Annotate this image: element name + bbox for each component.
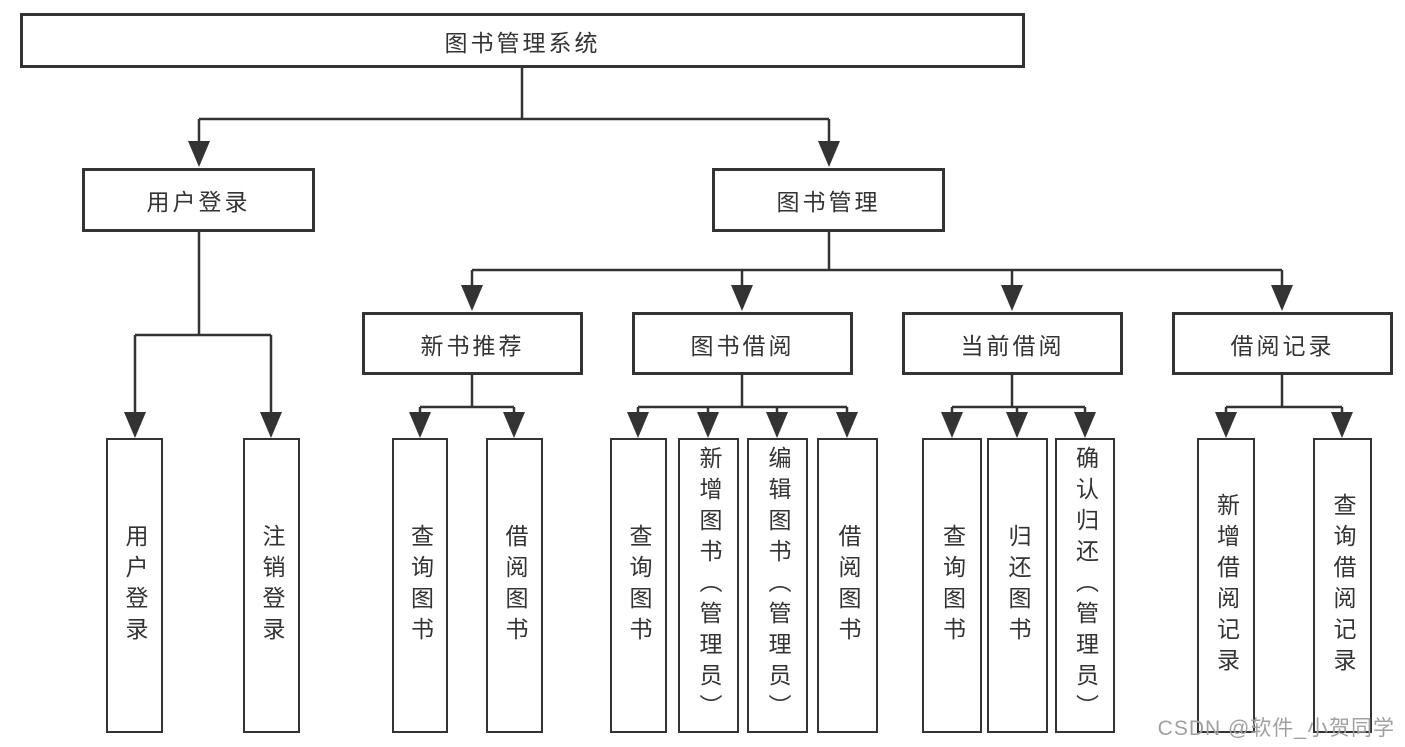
arrowhead-icon	[1271, 285, 1293, 311]
leaf-return-book: 归还图书	[987, 438, 1048, 733]
arrowhead-icon	[1074, 412, 1096, 438]
leaf-confirm-return-admin-label: 确认归还（管理员）	[1072, 446, 1099, 725]
connector-borrow-records-to-leaves	[1224, 374, 1344, 414]
arrowhead-icon	[627, 412, 649, 438]
arrowhead-icon	[1006, 412, 1028, 438]
leaf-query-books: 查询图书	[610, 438, 667, 733]
node-new-book-recommend-label: 新书推荐	[420, 332, 525, 359]
leaf-user-login-label: 用户登录	[122, 523, 148, 648]
arrowhead-icon	[818, 141, 840, 167]
connector-book-borrow-to-leaves	[636, 374, 849, 414]
arrowhead-icon	[503, 412, 525, 438]
connector-user-login-to-leaves	[133, 231, 273, 414]
node-book-borrow: 图书借阅	[632, 312, 853, 375]
leaf-query-borrow-record: 查询借阅记录	[1313, 438, 1372, 733]
connector-arrowheads	[124, 141, 1353, 438]
leaf-user-login: 用户登录	[106, 438, 163, 733]
node-user-login-label: 用户登录	[146, 189, 251, 215]
leaf-query-books: 查询图书	[922, 438, 982, 733]
leaf-borrow-books-label: 借阅图书	[502, 523, 528, 648]
leaf-logout-label: 注销登录	[259, 523, 285, 648]
node-current-borrow: 当前借阅	[902, 312, 1123, 375]
node-user-login: 用户登录	[82, 168, 315, 232]
leaf-confirm-return-admin: 确认归还（管理员）	[1055, 438, 1115, 733]
arrowhead-icon	[260, 412, 282, 438]
node-new-book-recommend: 新书推荐	[362, 312, 583, 375]
leaf-query-books: 查询图书	[392, 438, 448, 733]
node-book-management-system-label: 图书管理系统	[444, 29, 601, 56]
node-current-borrow-label: 当前借阅	[960, 332, 1065, 359]
csdn-watermark: CSDN @软件_小贺同学	[1157, 717, 1395, 740]
leaf-borrow-books: 借阅图书	[486, 438, 543, 733]
leaf-query-books-label: 查询图书	[626, 523, 652, 648]
connector-new-book-recommend-to-leaves	[418, 374, 516, 414]
arrowhead-icon	[1331, 412, 1353, 438]
leaf-add-book-admin: 新增图书（管理员）	[678, 438, 739, 733]
arrowhead-icon	[124, 412, 146, 438]
arrowhead-icon	[461, 285, 483, 311]
arrowhead-icon	[697, 412, 719, 438]
arrowhead-icon	[409, 412, 431, 438]
leaf-borrow-books-label: 借阅图书	[835, 523, 861, 648]
leaf-query-borrow-record-label: 查询借阅记录	[1330, 492, 1356, 679]
arrowhead-icon	[941, 412, 963, 438]
node-borrow-records: 借阅记录	[1172, 312, 1393, 375]
connector-book-management-to-level3	[470, 231, 1284, 287]
arrowhead-icon	[1001, 285, 1023, 311]
node-book-management: 图书管理	[712, 168, 945, 232]
connector-current-borrow-to-leaves	[950, 374, 1087, 414]
leaf-edit-book-admin: 编辑图书（管理员）	[747, 438, 808, 733]
arrowhead-icon	[1215, 412, 1237, 438]
leaf-borrow-books: 借阅图书	[817, 438, 878, 733]
leaf-query-books-label: 查询图书	[939, 523, 966, 648]
leaf-add-borrow-record: 新增借阅记录	[1197, 438, 1255, 733]
leaf-logout: 注销登录	[243, 438, 300, 733]
connector-root-to-level2	[197, 67, 831, 144]
arrowhead-icon	[731, 285, 753, 311]
leaf-edit-book-admin-label: 编辑图书（管理员）	[765, 446, 791, 725]
leaf-add-book-admin-label: 新增图书（管理员）	[696, 446, 722, 725]
node-borrow-records-label: 借阅记录	[1230, 332, 1335, 359]
arrowhead-icon	[188, 141, 210, 167]
node-book-borrow-label: 图书借阅	[690, 332, 795, 359]
leaf-query-books-label: 查询图书	[407, 523, 434, 648]
connector-strokes	[133, 67, 1344, 414]
arrowhead-icon	[836, 412, 858, 438]
leaf-return-book-label: 归还图书	[1005, 523, 1031, 648]
node-book-management-label: 图书管理	[776, 189, 881, 215]
node-book-management-system: 图书管理系统	[20, 13, 1025, 68]
leaf-add-borrow-record-label: 新增借阅记录	[1213, 492, 1240, 679]
arrowhead-icon	[766, 412, 788, 438]
